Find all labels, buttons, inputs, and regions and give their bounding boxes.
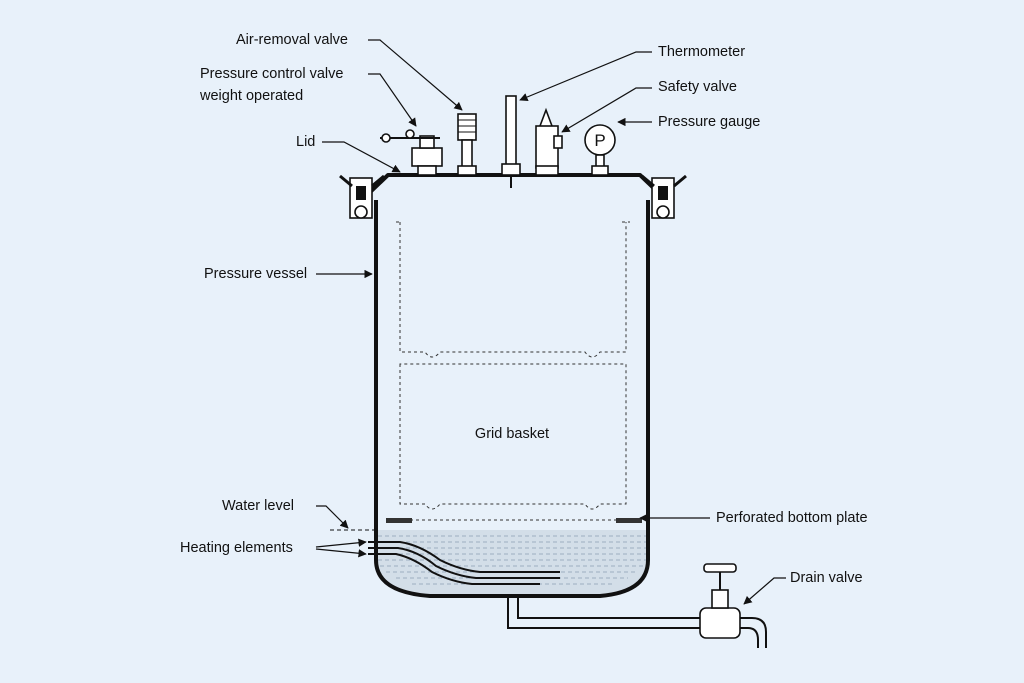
perforated-bottom-plate xyxy=(386,518,642,523)
label-heating-elements: Heating elements xyxy=(180,540,293,556)
right-clamp xyxy=(641,174,687,219)
lid xyxy=(364,173,664,198)
thermometer xyxy=(501,95,521,188)
label-pressure-control-valve-line1: Pressure control valve xyxy=(200,66,343,82)
label-thermometer: Thermometer xyxy=(658,44,745,60)
label-water-level: Water level xyxy=(222,498,294,514)
pressure-gauge: P xyxy=(584,124,616,176)
air-removal-valve xyxy=(457,113,477,176)
leader-air-removal-valve xyxy=(368,39,463,111)
water-region xyxy=(376,530,648,595)
pressure-control-valve xyxy=(380,129,443,176)
grid-basket-upper xyxy=(399,222,627,358)
pressure-gauge-symbol: P xyxy=(594,131,605,150)
leader-thermometer xyxy=(519,51,652,101)
label-drain-valve: Drain valve xyxy=(790,570,863,586)
leader-heating-elements-1 xyxy=(315,538,367,548)
drain-valve xyxy=(699,563,741,639)
label-lid: Lid xyxy=(296,134,315,150)
heating-elements xyxy=(368,541,560,585)
label-pressure-vessel: Pressure vessel xyxy=(204,266,307,282)
leader-pressure-control-valve xyxy=(368,73,417,127)
label-safety-valve: Safety valve xyxy=(658,79,737,95)
label-pressure-control-valve-line2: weight operated xyxy=(199,88,303,104)
leader-drain-valve xyxy=(743,577,786,605)
drain-pipe xyxy=(507,596,767,648)
grid-basket-lower xyxy=(399,363,627,510)
safety-valve xyxy=(535,107,563,176)
leader-lid xyxy=(322,141,401,173)
left-clamp xyxy=(339,174,385,219)
label-perforated-bottom-plate: Perforated bottom plate xyxy=(716,510,868,526)
label-pressure-gauge: Pressure gauge xyxy=(658,114,760,130)
pressure-vessel xyxy=(374,200,650,598)
label-air-removal-valve: Air-removal valve xyxy=(236,32,348,48)
leader-safety-valve xyxy=(561,87,652,133)
label-grid-basket: Grid basket xyxy=(475,426,549,442)
leader-heating-elements-2 xyxy=(315,548,367,558)
leader-water-level xyxy=(316,505,349,529)
